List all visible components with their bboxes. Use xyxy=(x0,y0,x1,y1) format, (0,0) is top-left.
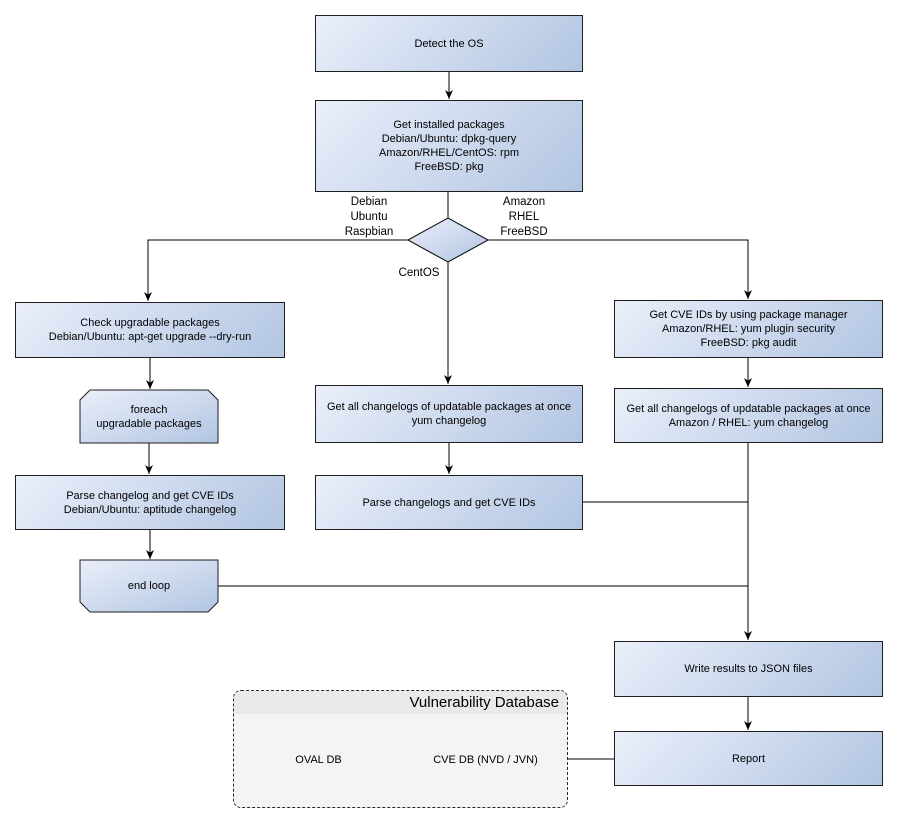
oval-db-label: OVAL DB xyxy=(295,754,342,766)
node-check-upgradable-packages: Check upgradable packages Debian/Ubuntu:… xyxy=(15,302,285,358)
node-write-results-json: Write results to JSON files xyxy=(614,641,883,697)
vulnerability-database-container: Vulnerability Database xyxy=(233,690,568,808)
branch-label-debian-ubuntu-raspbian: Debian Ubuntu Raspbian xyxy=(344,196,394,238)
node-foreach-upgradable-packages: foreach upgradable packages xyxy=(96,403,202,430)
node-report: Report xyxy=(614,731,883,786)
node-get-changelogs-centos: Get all changelogs of updatable packages… xyxy=(315,385,583,443)
foreach-loop-shape xyxy=(79,389,219,444)
vulnerability-database-title: Vulnerability Database xyxy=(234,691,567,714)
node-detect-os: Detect the OS xyxy=(315,15,583,72)
branch-label-amazon-rhel-freebsd: Amazon RHEL FreeBSD xyxy=(500,196,548,238)
branch-label-centos: CentOS xyxy=(398,267,440,279)
node-parse-changelogs-centos: Parse changelogs and get CVE IDs xyxy=(315,475,583,530)
node-get-installed-packages: Get installed packages Debian/Ubuntu: dp… xyxy=(315,100,583,192)
node-get-cve-ids-pkg-manager: Get CVE IDs by using package manager Ama… xyxy=(614,300,883,358)
node-end-loop: end loop xyxy=(127,580,171,592)
flow-connectors xyxy=(144,72,752,760)
os-decision-diamond xyxy=(406,217,490,263)
node-get-changelogs-amazon: Get all changelogs of updatable packages… xyxy=(614,388,883,443)
cve-db-label: CVE DB (NVD / JVN) xyxy=(433,754,538,766)
node-parse-changelog-debian: Parse changelog and get CVE IDs Debian/U… xyxy=(15,475,285,530)
end-loop-shape xyxy=(79,559,219,613)
